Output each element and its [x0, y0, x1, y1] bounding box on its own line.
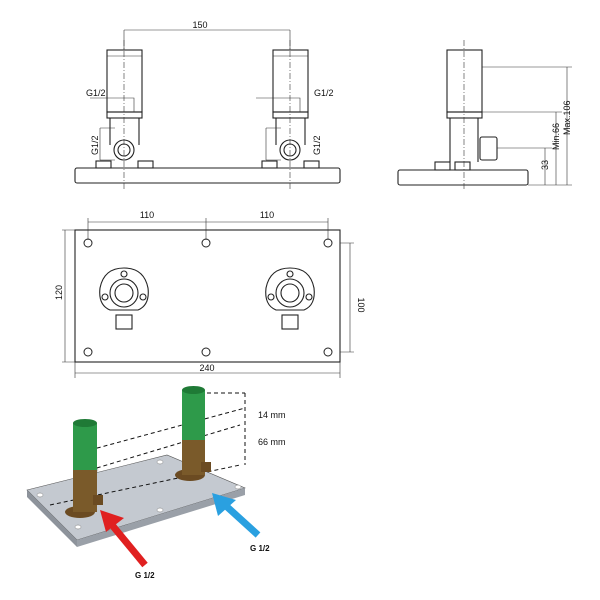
cold-inlet-arrow [212, 493, 261, 538]
dim-spacing-left: 110 [140, 210, 154, 220]
label-thread-side-left: G1/2 [90, 135, 100, 155]
hot-inlet-label: G 1/2 [135, 571, 155, 580]
dim-spacing-right: 110 [260, 210, 274, 220]
iso-view: 14 mm 66 mm G 1/2 G 1/2 [26, 386, 286, 580]
label-thread-top-right: G1/2 [314, 88, 334, 98]
label-thread-top-left: G1/2 [86, 88, 106, 98]
label-thread-side-right: G1/2 [312, 135, 322, 155]
dim-min-height: Min.66 [551, 123, 561, 150]
plan-view: 110 110 120 100 240 [54, 210, 366, 378]
pipe-left [65, 419, 103, 518]
hot-inlet-arrow [100, 510, 148, 568]
dim-plate-width: 240 [199, 363, 214, 373]
dim-lower-label: 66 mm [258, 437, 286, 447]
dim-plate-height: 120 [54, 285, 64, 300]
cold-inlet-label: G 1/2 [250, 544, 270, 553]
dim-outlet-height: 33 [540, 160, 550, 170]
dim-hole-spacing: 100 [356, 297, 366, 312]
dim-upper-label: 14 mm [258, 410, 286, 420]
side-view: 33 Min.66 Max.106 [397, 40, 572, 190]
front-view: 150 G1/2 G1/2 G1/2 G1/2 [74, 20, 341, 191]
dim-max-height: Max.106 [562, 100, 572, 135]
pipe-right [175, 386, 211, 481]
dim-spacing: 150 [192, 20, 207, 30]
